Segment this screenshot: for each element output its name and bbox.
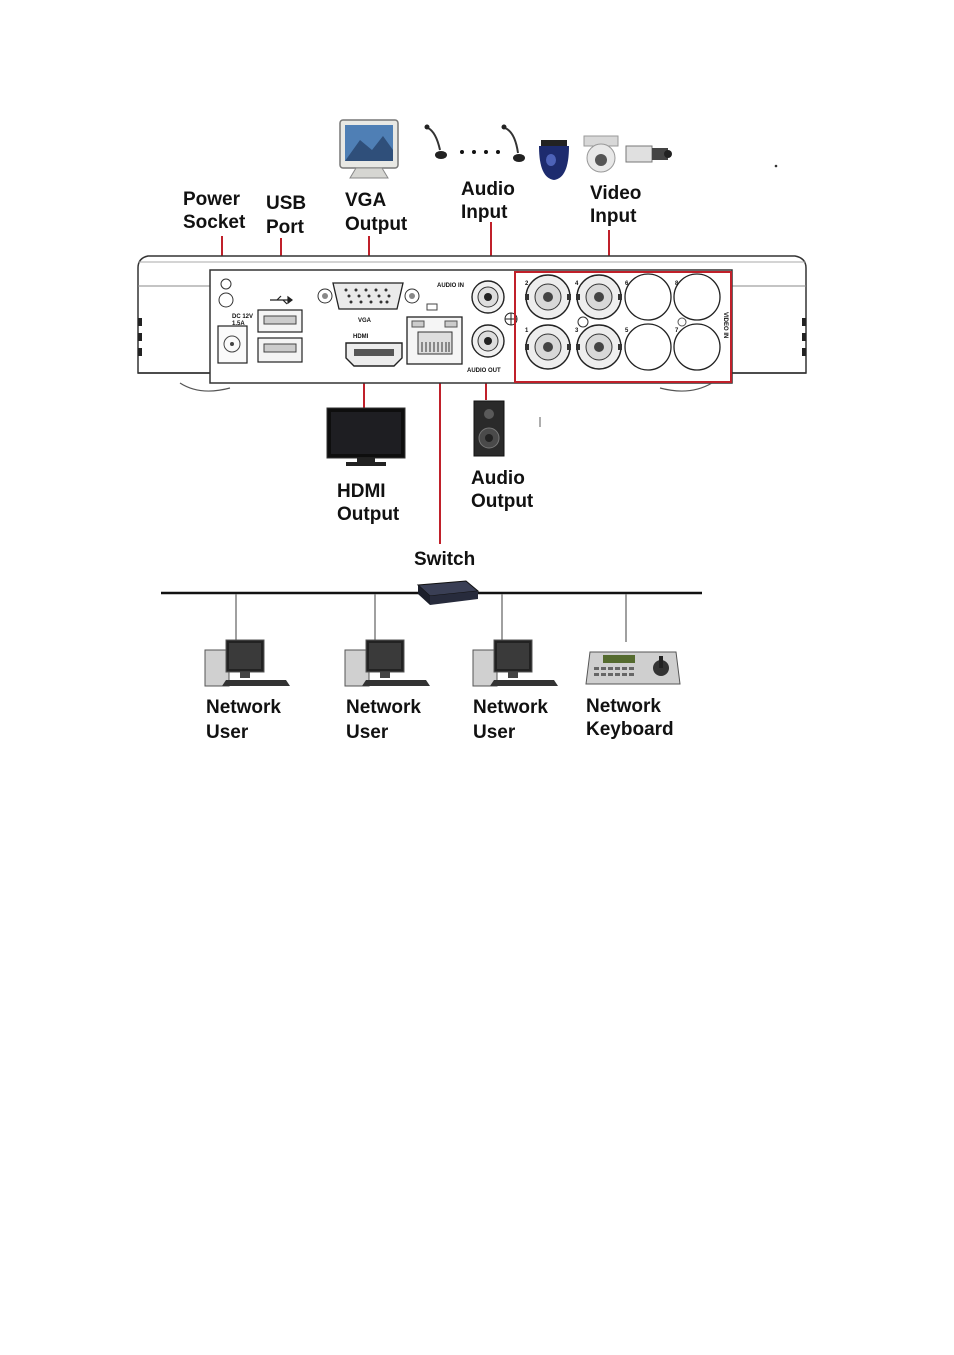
label-line: Output	[345, 214, 408, 235]
computer-icon	[344, 639, 430, 687]
audio-input-label: Audio Input	[461, 178, 515, 224]
channel-label: 5	[625, 328, 629, 334]
switch-icon	[416, 580, 480, 605]
label-line: Network	[346, 697, 421, 718]
audio-in-text: AUDIO IN	[437, 283, 464, 289]
label-line: Input	[461, 202, 508, 223]
label-line: User	[346, 722, 389, 743]
label-line: Output	[471, 491, 534, 512]
channel-label: 4	[575, 281, 579, 287]
label-line: User	[473, 722, 516, 743]
label-line: Output	[337, 504, 400, 525]
dvr-rear-panel: DC 12V 1.5A	[137, 255, 807, 392]
switch-label: Switch	[414, 549, 476, 570]
empty-bnc-slot	[673, 323, 721, 371]
lan-port	[406, 303, 463, 365]
hdmi-text: HDMI	[353, 334, 369, 340]
tv-icon	[326, 407, 406, 466]
label-line: Power	[183, 189, 241, 210]
vga-port: VGA	[317, 282, 420, 324]
network-user-label: Network User	[206, 696, 281, 744]
network-drops	[235, 594, 627, 642]
channel-label: 1	[525, 328, 529, 334]
audio-out-text: AUDIO OUT	[467, 368, 501, 374]
label-line: Network	[473, 697, 548, 718]
microphone-icon	[501, 124, 525, 162]
channel-label: 2	[525, 281, 529, 287]
usb-icon	[270, 295, 293, 305]
video-input-highlight	[514, 271, 732, 383]
label-line: HDMI	[337, 481, 386, 502]
audio-out-port	[471, 324, 505, 358]
label-line: Port	[266, 217, 304, 238]
label-line: USB	[266, 193, 307, 214]
monitor-icon	[339, 119, 399, 179]
computer-icon	[204, 639, 290, 687]
empty-bnc-slot	[624, 273, 672, 321]
channel-label: 7	[675, 328, 679, 334]
video-in-text: VIDEO IN	[722, 312, 728, 338]
label-line: Audio	[471, 468, 525, 489]
hdmi-output-label: HDMI Output	[337, 480, 399, 526]
ellipsis-dots	[460, 150, 500, 154]
power-rating-text: DC 12V	[232, 314, 253, 320]
bnc-connector	[576, 324, 622, 370]
bnc-connector	[525, 324, 571, 370]
channel-label: 6	[625, 281, 629, 287]
usb-port	[257, 309, 303, 363]
box-camera-icon	[625, 145, 672, 163]
dome-camera-icon	[539, 140, 569, 180]
empty-bnc-slot	[673, 273, 721, 321]
label-line: Network	[206, 697, 281, 718]
bnc-connector	[525, 274, 571, 320]
channel-label: 3	[575, 328, 579, 334]
label-line: Keyboard	[586, 719, 674, 740]
bnc-connector	[576, 274, 622, 320]
label-line: Audio	[461, 179, 515, 200]
usb-port-label: USB Port	[266, 192, 306, 239]
speaker-icon	[473, 400, 505, 457]
audio-output-label: Audio Output	[471, 467, 533, 513]
audio-in-port	[471, 280, 505, 314]
empty-bnc-slot	[624, 323, 672, 371]
keyboard-controller-icon	[585, 651, 681, 685]
power-socket	[217, 325, 248, 364]
label-line: Video	[590, 183, 642, 204]
computer-icon	[472, 639, 558, 687]
speed-dome-icon	[583, 135, 619, 173]
power-socket-label: Power Socket	[183, 188, 245, 234]
channel-label: 8	[675, 281, 679, 287]
network-user-label: Network User	[346, 696, 421, 744]
network-user-label: Network User	[473, 696, 548, 744]
microphone-icon	[424, 124, 447, 159]
label-line: Socket	[183, 212, 246, 233]
power-current-text: 1.5A	[232, 321, 245, 327]
label-line: User	[206, 722, 249, 743]
hdmi-port: HDMI	[345, 334, 403, 367]
vga-text: VGA	[358, 318, 372, 324]
label-line: Input	[590, 206, 637, 227]
label-line: VGA	[345, 190, 387, 211]
label-line: Network	[586, 696, 661, 717]
network-keyboard-label: Network Keyboard	[586, 695, 674, 741]
vga-output-label: VGA Output	[345, 189, 407, 236]
video-input-label: Video Input	[590, 182, 641, 228]
